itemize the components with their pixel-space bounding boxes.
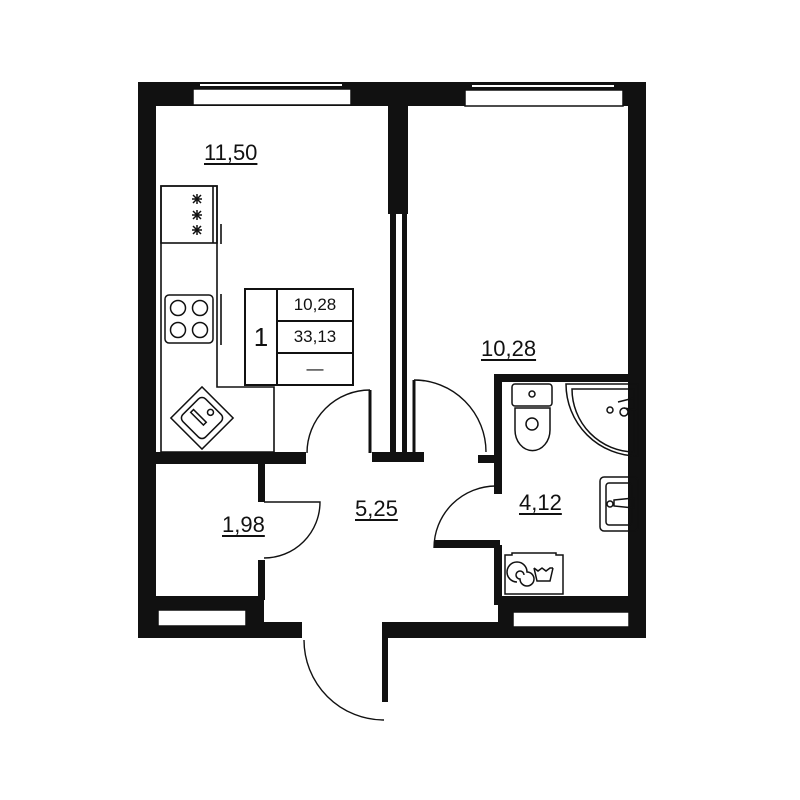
shower-icon — [565, 383, 639, 457]
area-bathroom: 4,12 — [519, 490, 562, 515]
area-hallway: 5,25 — [355, 496, 398, 521]
area-living-room: 10,28 — [481, 336, 537, 361]
kitchen-sink-icon — [169, 385, 235, 451]
washing-machine-icon — [504, 552, 564, 595]
kitchen-counter — [160, 185, 275, 453]
bathroom-sink-icon — [599, 476, 639, 532]
balcony-value: — — [278, 352, 352, 384]
doors — [263, 379, 497, 721]
stove-icon — [164, 294, 214, 344]
windows — [157, 88, 630, 628]
apartment-summary-table: 1 10,28 33,13 — — [244, 288, 354, 386]
total-area-value: 33,13 — [278, 320, 352, 352]
toilet-icon — [511, 383, 553, 452]
walls — [138, 82, 646, 702]
area-storage: 1,98 — [222, 512, 265, 537]
rooms-count: 1 — [246, 290, 278, 384]
living-area-value: 10,28 — [293, 295, 337, 314]
area-kitchen: 11,50 — [204, 140, 258, 165]
fridge-icon — [192, 194, 202, 235]
